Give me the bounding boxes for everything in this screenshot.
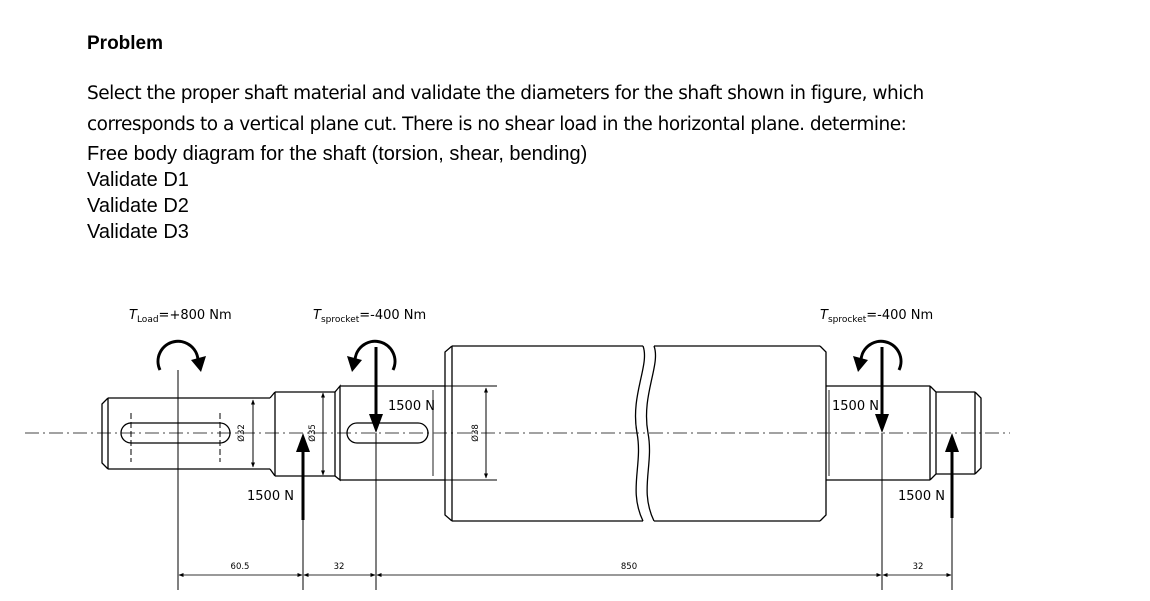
force-arrow-left-bearing-up xyxy=(296,433,310,520)
shaft-section-right-end xyxy=(936,391,982,475)
shaft-section-d35 xyxy=(274,391,336,477)
dimension-32-left: 32 xyxy=(334,562,345,572)
shaft-section-d38 xyxy=(444,345,827,522)
dimension-60-5: 60.5 xyxy=(231,562,250,572)
dimension-850: 850 xyxy=(621,562,637,572)
dimension-32-right: 32 xyxy=(913,562,924,572)
torque-label-sprocket-right: Tsprocket=-400 Nm xyxy=(820,308,933,325)
diameter-label-d35: Ø35 xyxy=(307,424,318,442)
force-label-right-sprocket: 1500 N xyxy=(832,399,879,414)
problem-paragraph-line-2: corresponds to a vertical plane cut. The… xyxy=(87,114,907,135)
shaft-section-left-sprocket xyxy=(334,384,445,482)
force-label-left-bearing: 1500 N xyxy=(247,489,294,504)
torque-arrow-sprocket-right-ccw-icon xyxy=(859,339,903,371)
problem-title: Problem xyxy=(87,33,164,54)
force-label-right-bearing: 1500 N xyxy=(898,489,945,504)
shaft-section-right-sprocket xyxy=(826,385,937,481)
force-label-left-sprocket: 1500 N xyxy=(388,399,435,414)
force-arrow-right-bearing-up xyxy=(945,433,959,518)
torque-arrow-sprocket-left-ccw-icon xyxy=(353,339,397,371)
torque-label-sprocket-left: Tsprocket=-400 Nm xyxy=(313,308,426,325)
task-validate-d2: Validate D2 xyxy=(87,195,189,217)
shaft-section-d32 xyxy=(101,391,276,477)
problem-paragraph-line-1: Select the proper shaft material and val… xyxy=(87,83,924,104)
task-validate-d1: Validate D1 xyxy=(87,169,189,191)
diameter-label-d32: Ø32 xyxy=(236,424,247,442)
task-validate-d3: Validate D3 xyxy=(87,221,189,243)
task-fbd: Free body diagram for the shaft (torsion… xyxy=(87,143,588,165)
diameter-label-d38: Ø38 xyxy=(470,424,481,442)
torque-label-load: TLoad=+800 Nm xyxy=(129,308,232,325)
force-arrow-left-sprocket-down xyxy=(369,347,383,433)
torque-arrow-load-clockwise-icon xyxy=(156,339,200,371)
force-arrow-right-sprocket-down xyxy=(875,347,889,433)
